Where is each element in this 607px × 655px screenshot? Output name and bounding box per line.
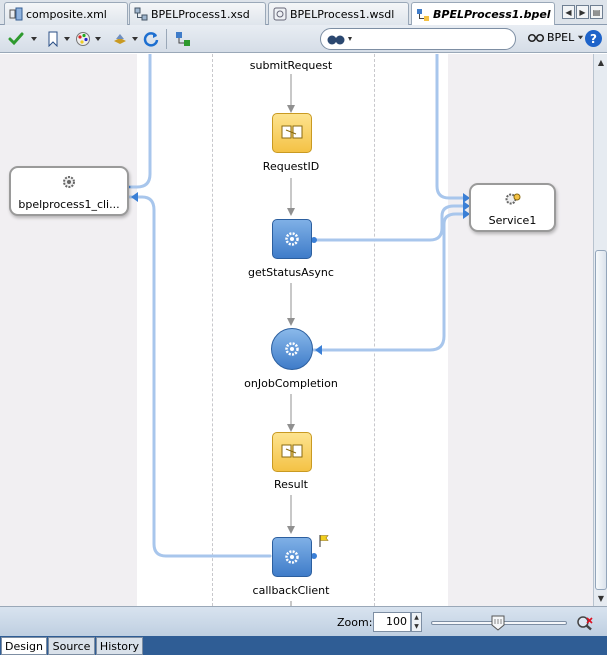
activity-label: callbackClient [252,584,330,597]
tab-label: BPELProcess1.xsd [151,7,250,21]
tab-label: Design [5,639,43,653]
zoom-bar: Zoom: 100 ▲ ▼ [0,606,607,636]
zoom-magnifier-icon[interactable] [576,615,594,631]
receive-activity[interactable] [271,328,313,370]
activity-label: onJobCompletion [244,377,338,390]
zoom-label: Zoom: [337,616,373,629]
tab-design[interactable]: Design [1,637,47,655]
add-component-icon [176,32,190,46]
tab-wsdl[interactable]: BPELProcess1.wsdl [268,2,409,25]
scroll-thumb[interactable] [595,250,607,590]
deploy-icon [114,34,126,44]
tab-bpel[interactable]: BPELProcess1.bpel [411,2,555,26]
help-button[interactable]: ? [585,30,602,47]
bpel-design-canvas[interactable]: bpelprocess1_cli... Service1 submitReque… [0,54,593,606]
spin-down-icon[interactable]: ▼ [414,623,419,630]
tab-composite[interactable]: composite.xml [4,2,128,25]
tab-label: BPELProcess1.bpel [433,8,551,21]
editor-toolbar: BPEL ? [0,25,607,53]
view-tabs: Design Source History [0,636,607,655]
tab-scroll-right-button[interactable]: ▶ [576,5,589,19]
assign-icon [281,125,303,139]
dropdown-arrow-icon [31,37,37,41]
tab-history[interactable]: History [96,637,143,655]
help-icon: ? [590,31,597,46]
bpel-view-menu[interactable]: BPEL [528,31,584,44]
gear-icon [63,176,75,188]
chevron-up-icon: ▲ [597,57,605,67]
bpel-icon [416,8,430,22]
gear-icon [285,232,299,246]
spin-up-icon[interactable]: ▲ [414,614,419,621]
composite-icon [9,7,23,21]
tab-list-button[interactable]: ▤ [590,5,603,19]
partner-links-lane-right [448,54,593,606]
dropdown-arrow-icon [95,37,101,41]
activity-label: RequestID [262,160,320,173]
binoculars-icon[interactable] [327,32,353,46]
deploy-button[interactable] [112,29,139,49]
dropdown-arrow-icon [578,35,584,40]
bpel-menu-label: BPEL [547,31,575,44]
lane-divider [212,54,213,606]
zoom-slider-thumb[interactable] [491,615,505,631]
tab-label: Source [52,639,91,653]
gears-icon [505,193,520,205]
zoom-spinner[interactable]: ▲ ▼ [411,612,422,632]
assign-activity[interactable] [272,432,312,472]
zoom-input[interactable]: 100 [373,612,411,632]
tab-list-icon: ▤ [592,7,601,17]
refresh-button[interactable] [142,29,160,49]
flag-icon [319,535,329,547]
tab-scroll-left-button[interactable]: ◀ [562,5,575,19]
partner-link-label: bpelprocess1_cli... [18,198,120,211]
vertical-scrollbar[interactable]: ▲ ▼ [593,54,607,606]
chevron-right-icon: ▶ [579,7,586,17]
editor-tab-strip: composite.xml BPELProcess1.xsd BPELProce… [0,0,607,26]
tab-source[interactable]: Source [48,637,95,655]
chevron-down-icon: ▼ [597,593,605,603]
palette-button[interactable] [75,29,102,49]
partner-link-wires [128,54,467,558]
add-partner-button[interactable] [174,29,192,49]
activity-label: submitRequest [249,59,333,72]
glasses-icon [528,33,544,42]
tab-label: composite.xml [26,7,107,21]
invoke-activity[interactable] [272,537,312,577]
activity-label: Result [274,478,308,491]
tab-label: BPELProcess1.wsdl [290,7,395,21]
search-box [320,28,516,50]
partner-link-service1[interactable]: Service1 [469,183,556,232]
bookmark-icon [48,31,58,47]
bookmark-button[interactable] [46,29,71,49]
refresh-icon [143,32,159,47]
gear-icon [285,550,299,564]
activity-label: getStatusAsync [248,266,334,279]
tab-schema[interactable]: BPELProcess1.xsd [129,2,266,25]
assign-icon [281,444,303,458]
checkmark-icon [8,32,24,46]
gear-icon [285,342,299,356]
scroll-up-button[interactable]: ▲ [595,56,607,68]
partner-link-label: Service1 [488,214,537,227]
partner-links-lane-left [0,54,137,606]
partner-link-client[interactable]: bpelprocess1_cli... [9,166,129,216]
schema-icon [134,7,148,21]
search-input[interactable] [359,31,509,47]
validate-button[interactable] [8,29,38,49]
scroll-down-button[interactable]: ▼ [595,592,607,604]
invoke-activity[interactable] [272,219,312,259]
palette-icon [76,32,90,46]
lane-divider [374,54,375,606]
dropdown-arrow-icon [64,37,70,41]
assign-activity[interactable] [272,113,312,153]
wsdl-icon [273,7,287,21]
dropdown-arrow-icon [132,37,138,41]
chevron-left-icon: ◀ [565,7,572,17]
tab-label: History [99,639,140,653]
